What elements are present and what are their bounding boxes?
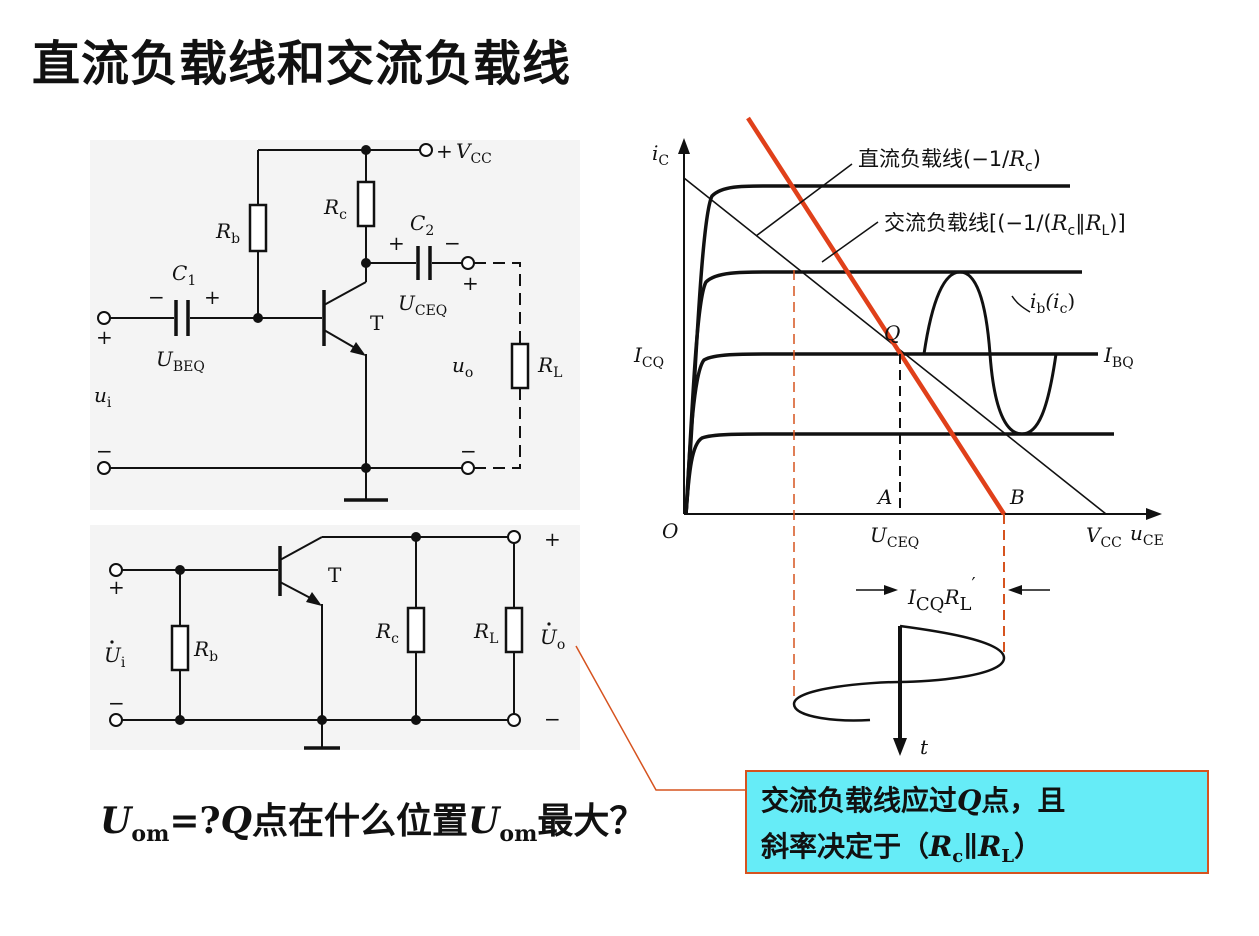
- note-box: 交流负载线应过Q点，且 斜率决定于（Rc∥RL）: [745, 770, 1209, 874]
- junction-dot: [253, 313, 263, 323]
- junction-dot: [411, 715, 421, 725]
- transistor-label: T: [370, 311, 384, 335]
- c2-label: C2: [410, 211, 434, 239]
- dc-load-line-label: 直流负载线(−1/Rc): [858, 147, 1041, 175]
- vcc-terminal: [419, 143, 433, 157]
- output-terminal-bottom: [461, 461, 475, 475]
- input-terminal-bottom: [97, 461, 111, 475]
- characteristic-curve: [684, 432, 1114, 515]
- origin-label: O: [662, 519, 678, 543]
- ibq-label: IBQ: [1103, 343, 1134, 371]
- rc-resistor: [356, 180, 376, 228]
- rl-label: RL: [473, 619, 498, 647]
- rb-resistor: [248, 203, 268, 253]
- icq-label: ICQ: [633, 343, 664, 371]
- rb-label: Rb: [215, 219, 240, 247]
- load-line-graph: iC uCE O 直流负载线(−1/Rc) 交流负载线[(−1/(Rc∥RL)]…: [633, 116, 1164, 759]
- characteristic-curve: [684, 352, 1098, 515]
- input-plus: +: [96, 325, 113, 349]
- bottom-question: Uom=?Q点在什么位置Uom最大？: [100, 800, 646, 847]
- output-minus: −: [460, 439, 477, 463]
- ib-label: ib(ic): [1030, 289, 1075, 317]
- input-terminal-top: [97, 311, 111, 325]
- slide-title: 直流负载线和交流负载线: [32, 36, 572, 92]
- point-a-label: A: [876, 485, 892, 509]
- uce-waveform: [792, 624, 1006, 722]
- vcc-plus-label: +: [436, 139, 453, 163]
- rl-label: RL: [537, 353, 562, 381]
- input-terminal-bottom: [109, 713, 123, 727]
- input-minus: −: [96, 439, 113, 463]
- input-plus: +: [108, 575, 125, 599]
- transistor-label: T: [328, 563, 342, 587]
- output-minus: −: [544, 707, 561, 731]
- rc-label: Rc: [323, 195, 347, 223]
- emitter-arrow: [350, 342, 366, 356]
- circuit-background: [90, 140, 580, 510]
- output-plus: +: [462, 271, 479, 295]
- junction-dot: [175, 715, 185, 725]
- c1-label: C1: [172, 261, 196, 289]
- y-axis-arrow: [678, 138, 690, 154]
- note-line-1: 交流负载线应过Q点，且: [761, 784, 1066, 817]
- rb-resistor: [170, 624, 190, 672]
- rc-label: Rc: [375, 619, 399, 647]
- emitter-arrow: [306, 592, 322, 606]
- output-terminal-bottom: [507, 713, 521, 727]
- ac-equivalent-circuit: Rb + Ui T Rc RL + Uo −: [90, 525, 580, 750]
- swing-arrow-left: [884, 585, 898, 595]
- rl-resistor: [510, 342, 530, 390]
- amplifier-circuit: + VCC Rb Rc C2 + − UCEQ + RL uo: [90, 139, 580, 510]
- uo-label: Uo: [540, 625, 565, 653]
- time-label: t: [920, 735, 929, 759]
- point-b-label: B: [1009, 485, 1025, 509]
- rb-label: Rb: [193, 637, 218, 665]
- ac-load-line-label: 交流负载线[(−1/(Rc∥RL)]: [884, 211, 1126, 239]
- q-point-label: Q: [884, 321, 900, 345]
- swing-label: ICQRL′: [907, 574, 976, 615]
- vcc-label: VCC: [1086, 523, 1122, 551]
- x-axis-arrow: [1146, 508, 1162, 520]
- c2-plus: +: [388, 231, 405, 255]
- time-axis-arrow: [893, 738, 907, 756]
- ui-label: Ui: [104, 643, 126, 671]
- c1-plus: +: [204, 285, 221, 309]
- swing-arrow-right: [1008, 585, 1022, 595]
- uce-axis-label: uCE: [1130, 521, 1164, 549]
- c2-minus: −: [444, 231, 461, 255]
- ui-label: ui: [94, 383, 112, 411]
- output-terminal-top: [507, 530, 521, 544]
- input-minus: −: [108, 691, 125, 715]
- characteristic-curve: [684, 184, 1070, 515]
- output-plus: +: [544, 527, 561, 551]
- ib-waveform: [922, 270, 1058, 436]
- callout-pointer: [575, 645, 746, 791]
- rc-resistor: [406, 606, 426, 654]
- vcc-label: VCC: [456, 139, 492, 167]
- ac-load-line: [746, 116, 1006, 516]
- characteristic-curve: [684, 270, 1082, 515]
- ic-axis-label: iC: [652, 141, 669, 169]
- rl-resistor: [504, 606, 524, 654]
- c1-minus: −: [148, 285, 165, 309]
- note-line-2: 斜率决定于（Rc∥RL）: [761, 830, 1043, 867]
- output-terminal-top: [461, 256, 475, 270]
- ubeq-label: UBEQ: [156, 347, 205, 375]
- uo-label: uo: [452, 353, 473, 381]
- uceq-label: UCEQ: [870, 523, 919, 551]
- uceq-label: UCEQ: [398, 291, 447, 319]
